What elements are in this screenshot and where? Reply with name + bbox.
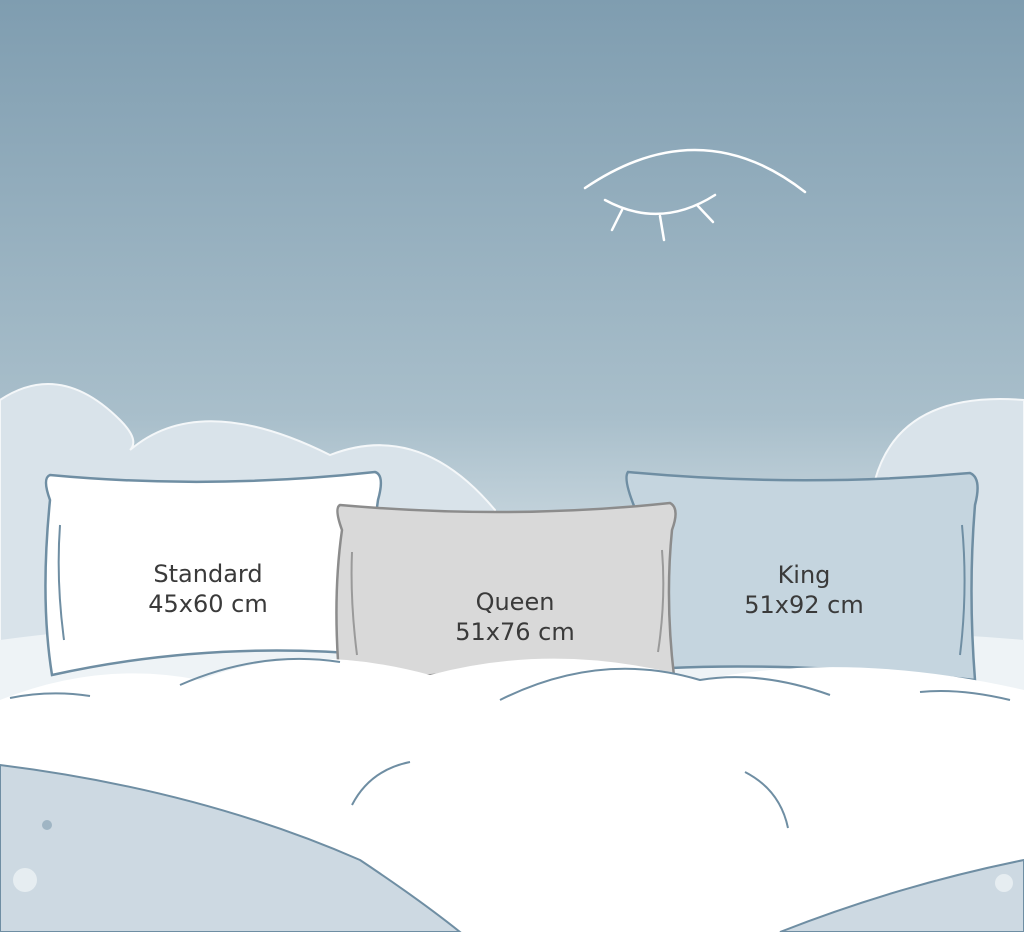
- pillow-name: Standard: [153, 560, 263, 588]
- pillow-name: King: [777, 561, 831, 589]
- king-pillow-label: King 51x92 cm: [704, 560, 904, 620]
- closed-eye-icon: [583, 148, 807, 242]
- pillow-size: 45x60 cm: [148, 590, 268, 618]
- pillow-name: Queen: [475, 588, 555, 616]
- pillow-size: 51x92 cm: [744, 591, 864, 619]
- duvet: [0, 657, 1024, 932]
- pillow-size: 51x76 cm: [455, 618, 575, 646]
- standard-pillow-label: Standard 45x60 cm: [108, 559, 308, 619]
- king-pillow: [625, 470, 979, 682]
- queen-pillow-label: Queen 51x76 cm: [415, 587, 615, 647]
